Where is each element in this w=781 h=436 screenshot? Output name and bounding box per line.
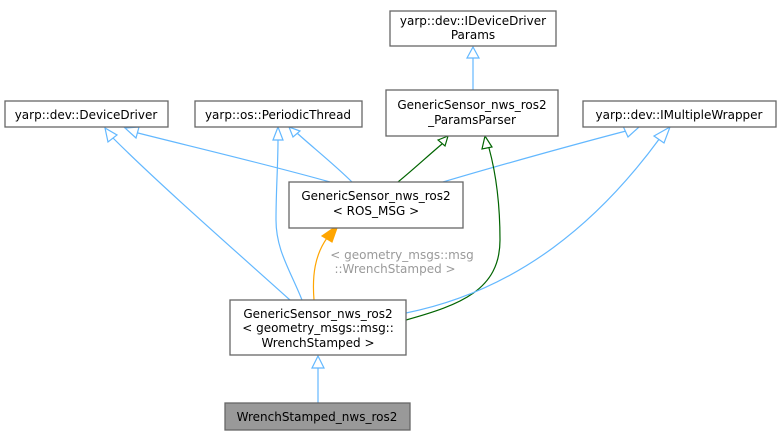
node-rosmsg[interactable]: GenericSensor_nws_ros2 < ROS_MSG > — [288, 181, 464, 229]
node-label-line: GenericSensor_nws_ros2 — [397, 98, 546, 112]
edge-wrenchtemplate-to-rosmsg — [312, 223, 340, 301]
node-label-line: WrenchStamped_nws_ros2 — [237, 410, 398, 424]
node-label-line: WrenchStamped > — [261, 336, 374, 350]
node-label-line: yarp::dev::IMultipleWrapper — [596, 108, 763, 122]
node-wrenchtemplate[interactable]: GenericSensor_nws_ros2 < geometry_msgs::… — [229, 299, 407, 356]
node-label-line: < geometry_msgs::msg:: — [242, 321, 394, 335]
edge-paramsparser-to-idevicedriverparams — [465, 45, 481, 90]
node-devicedriver[interactable]: yarp::dev::DeviceDriver — [4, 100, 169, 128]
node-periodicthread[interactable]: yarp::os::PeriodicThread — [194, 100, 363, 128]
node-label-line: yarp::os::PeriodicThread — [205, 108, 351, 122]
node-label-line: yarp::dev::IDeviceDriver — [400, 14, 546, 28]
node-label-line: < ROS_MSG > — [333, 204, 419, 218]
edge-wrenchstamped-to-wrenchtemplate — [311, 354, 325, 403]
node-label-line: GenericSensor_nws_ros2 — [243, 307, 392, 321]
node-paramsparser[interactable]: GenericSensor_nws_ros2 _ParamsParser — [385, 89, 559, 137]
node-label-line: Params — [451, 28, 495, 42]
template-argument-label-line2: ::WrenchStamped > — [334, 262, 455, 276]
node-imultiplewrapper[interactable]: yarp::dev::IMultipleWrapper — [582, 100, 777, 128]
edge-wrenchtemplate-to-devicedriver — [104, 126, 291, 301]
template-argument-label-line1: < geometry_msgs::msg — [330, 248, 473, 262]
node-label-line: GenericSensor_nws_ros2 — [301, 189, 450, 203]
edge-rosmsg-to-periodicthread — [287, 125, 353, 183]
edge-wrenchtemplate-to-paramsparser — [405, 134, 501, 321]
node-wrenchstamped-current: WrenchStamped_nws_ros2 — [224, 402, 411, 431]
edge-rosmsg-to-devicedriver — [123, 126, 331, 183]
edge-wrenchtemplate-to-imultiplewrapper — [405, 125, 672, 314]
node-label-line: yarp::dev::DeviceDriver — [15, 108, 158, 122]
node-idevicedriverparams[interactable]: yarp::dev::IDeviceDriver Params — [389, 10, 557, 47]
node-label-line: _ParamsParser — [427, 113, 516, 127]
edge-wrenchtemplate-to-periodicthread — [272, 125, 303, 301]
edge-rosmsg-to-paramsparser — [397, 134, 449, 183]
